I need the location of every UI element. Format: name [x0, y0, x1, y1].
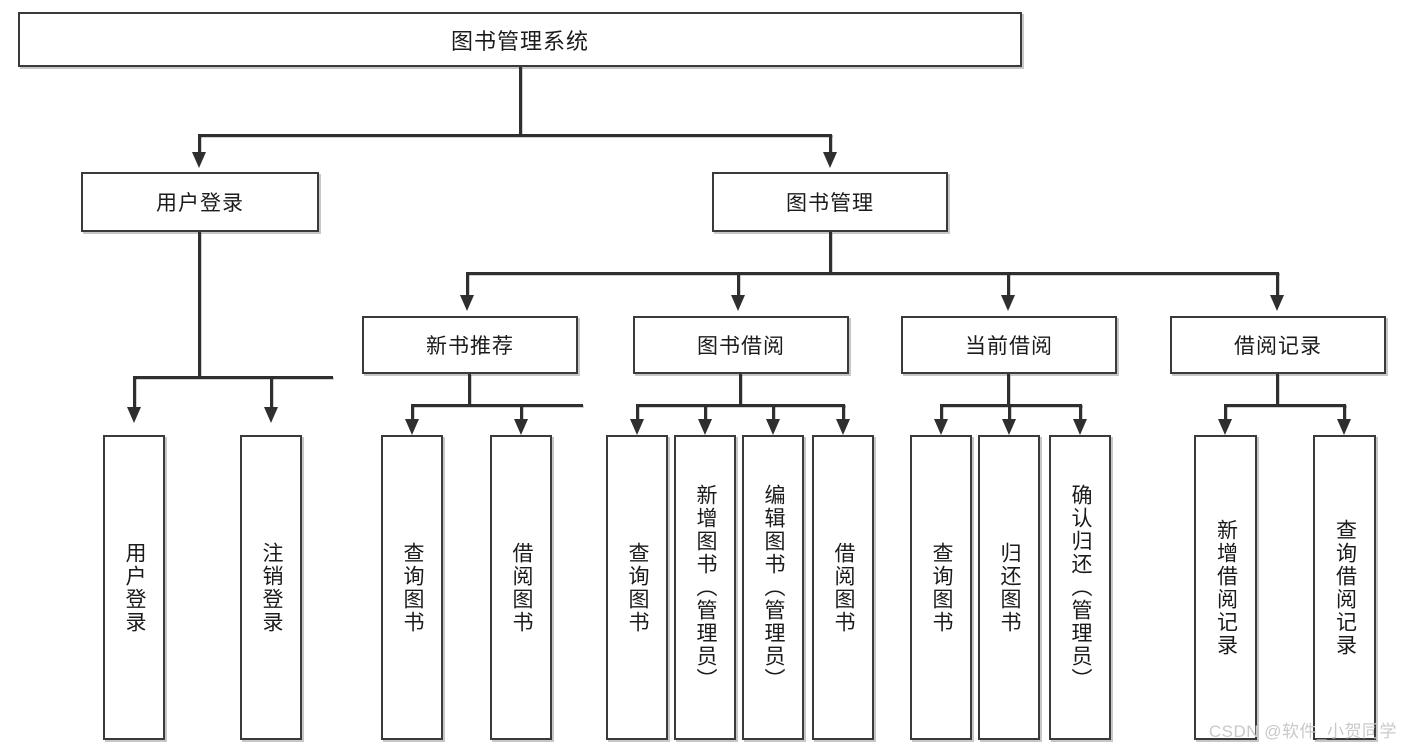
- arrow-current-borrow-leaf-2: [1002, 419, 1016, 435]
- leaf-label: 用户登录: [123, 541, 147, 634]
- connector-root-bus: [198, 134, 832, 137]
- arrow-to-new-book-recommend: [460, 295, 474, 311]
- leaf-label: 确认归还（管理员）: [1069, 484, 1093, 691]
- node-current-borrow[interactable]: 当前借阅: [901, 316, 1117, 374]
- connector-root-to-book-manage: [829, 134, 832, 154]
- leaf-new-book-borrow-book[interactable]: 借阅图书: [490, 435, 552, 740]
- connector-book-manage-drop-2: [737, 272, 740, 297]
- node-user-login[interactable]: 用户登录: [81, 172, 319, 232]
- leaf-current-borrow-query-book[interactable]: 查询图书: [910, 435, 972, 740]
- connector-user-login-drop-1: [133, 376, 136, 409]
- connector-user-login-stem: [198, 232, 201, 378]
- arrow-user-login-leaf-1: [127, 407, 141, 423]
- connector-book-borrow-bus: [636, 404, 845, 407]
- arrow-to-book-borrow: [731, 295, 745, 311]
- leaf-label: 编辑图书（管理员）: [762, 484, 786, 691]
- connector-book-borrow-drop-2: [704, 404, 707, 422]
- leaf-borrow-record-add-record[interactable]: 新增借阅记录: [1194, 435, 1257, 740]
- leaf-book-borrow-borrow-book[interactable]: 借阅图书: [812, 435, 874, 740]
- node-borrow-record[interactable]: 借阅记录: [1170, 316, 1386, 374]
- connector-new-book-stem: [468, 374, 471, 406]
- connector-borrow-record-drop-1: [1224, 404, 1227, 422]
- leaf-new-book-query-book[interactable]: 查询图书: [381, 435, 443, 740]
- leaf-label: 借阅图书: [510, 541, 534, 634]
- leaf-current-borrow-confirm-return[interactable]: 确认归还（管理员）: [1049, 435, 1111, 740]
- connector-book-manage-drop-4: [1276, 272, 1279, 297]
- connector-book-borrow-drop-1: [636, 404, 639, 422]
- connector-new-book-drop-2: [520, 404, 523, 422]
- arrow-root-to-user-login: [192, 152, 206, 168]
- leaf-label: 借阅图书: [832, 541, 856, 634]
- arrow-new-book-leaf-1: [405, 419, 419, 435]
- leaf-user-login-login[interactable]: 用户登录: [103, 435, 165, 740]
- arrow-borrow-record-leaf-1: [1218, 419, 1232, 435]
- connector-user-login-drop-2: [270, 376, 273, 409]
- connector-book-borrow-stem: [739, 374, 742, 406]
- arrow-user-login-leaf-2: [264, 407, 278, 423]
- connector-current-borrow-bus: [940, 404, 1082, 407]
- csdn-watermark: CSDN @软件_小贺同学: [1208, 722, 1397, 741]
- connector-book-manage-drop-3: [1007, 272, 1010, 297]
- leaf-current-borrow-return-book[interactable]: 归还图书: [978, 435, 1040, 740]
- leaf-label: 查询图书: [626, 541, 650, 634]
- leaf-user-login-logout[interactable]: 注销登录: [240, 435, 302, 740]
- leaf-book-borrow-add-book[interactable]: 新增图书（管理员）: [674, 435, 736, 740]
- arrow-book-borrow-leaf-4: [836, 419, 850, 435]
- arrow-book-borrow-leaf-2: [698, 419, 712, 435]
- connector-current-borrow-drop-2: [1008, 404, 1011, 422]
- arrow-current-borrow-leaf-3: [1073, 419, 1087, 435]
- leaf-label: 查询借阅记录: [1333, 518, 1357, 657]
- leaf-label: 注销登录: [260, 541, 284, 634]
- connector-new-book-bus: [411, 404, 583, 407]
- node-new-book-recommend[interactable]: 新书推荐: [362, 316, 578, 374]
- connector-book-manage-stem: [829, 232, 832, 274]
- arrow-new-book-leaf-2: [514, 419, 528, 435]
- leaf-label: 归还图书: [998, 541, 1022, 634]
- arrow-current-borrow-leaf-1: [934, 419, 948, 435]
- connector-root-stem: [519, 67, 522, 134]
- connector-book-borrow-drop-3: [772, 404, 775, 422]
- node-book-manage[interactable]: 图书管理: [712, 172, 948, 232]
- connector-book-manage-bus: [466, 272, 1279, 275]
- leaf-book-borrow-query-book[interactable]: 查询图书: [606, 435, 668, 740]
- node-root-system[interactable]: 图书管理系统: [18, 12, 1022, 67]
- connector-borrow-record-bus: [1224, 404, 1346, 407]
- arrow-root-to-book-manage: [823, 152, 837, 168]
- node-book-borrow[interactable]: 图书借阅: [633, 316, 849, 374]
- connector-new-book-drop-1: [411, 404, 414, 422]
- connector-borrow-record-drop-2: [1343, 404, 1346, 422]
- leaf-label: 查询图书: [401, 541, 425, 634]
- leaf-borrow-record-query-record[interactable]: 查询借阅记录: [1313, 435, 1376, 740]
- leaf-book-borrow-edit-book[interactable]: 编辑图书（管理员）: [742, 435, 804, 740]
- arrow-book-borrow-leaf-3: [766, 419, 780, 435]
- leaf-label: 新增借阅记录: [1214, 518, 1238, 657]
- connector-borrow-record-stem: [1276, 374, 1279, 406]
- connector-current-borrow-drop-1: [940, 404, 943, 422]
- leaf-label: 查询图书: [930, 541, 954, 634]
- arrow-borrow-record-leaf-2: [1337, 419, 1351, 435]
- arrow-book-borrow-leaf-1: [630, 419, 644, 435]
- arrow-to-current-borrow: [1001, 295, 1015, 311]
- leaf-label: 新增图书（管理员）: [694, 484, 718, 691]
- connector-book-manage-drop-1: [466, 272, 469, 297]
- connector-book-borrow-drop-4: [842, 404, 845, 422]
- connector-current-borrow-drop-3: [1079, 404, 1082, 422]
- connector-root-to-user-login: [198, 134, 201, 154]
- connector-current-borrow-stem: [1007, 374, 1010, 406]
- arrow-to-borrow-record: [1270, 295, 1284, 311]
- connector-user-login-bus: [133, 376, 333, 379]
